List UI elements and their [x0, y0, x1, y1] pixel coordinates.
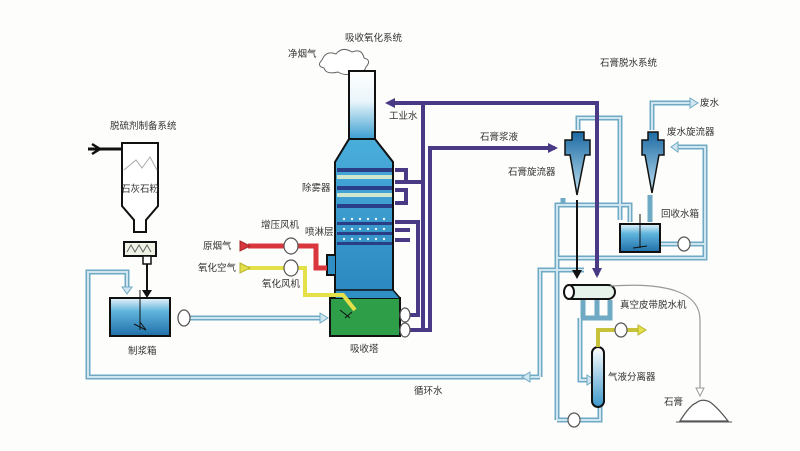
chimney	[348, 70, 376, 140]
industrial-water-label: 工业水	[389, 110, 418, 122]
waste-water-hydrocyclone-label: 废水旋流器	[667, 126, 715, 138]
underflow-arrow-icon	[572, 270, 582, 279]
booster-fan-label: 增压风机	[261, 219, 300, 231]
recovery-agitator-icon	[632, 245, 648, 249]
recovery-tank-label: 回收水箱	[661, 208, 699, 220]
absorption-tower-sump	[329, 297, 401, 337]
spray-nozzles	[342, 217, 386, 241]
oxidation-fan-icon	[283, 259, 299, 277]
gypsum-label: 石膏	[664, 396, 683, 408]
vacuum-belt-filter-label: 真空皮带脱水机	[620, 299, 687, 311]
separator-gas-arrow-icon	[637, 324, 647, 336]
raw-flue-gas-arrow-icon	[239, 240, 252, 252]
limestone-silo	[121, 142, 159, 233]
belt-roller-left	[563, 284, 575, 300]
demister-layers	[337, 168, 392, 208]
circulation-pump-icon	[399, 307, 411, 323]
powder-arrow-icon	[142, 290, 152, 298]
cyclone-inlet-arrow-icon	[670, 141, 679, 153]
gypsum-hydrocyclone-label: 石膏旋流器	[508, 166, 556, 178]
absorption-tower-label: 吸收塔	[350, 343, 379, 355]
tower-inlet-arrow-icon	[319, 312, 329, 324]
cloud-icon	[318, 48, 370, 75]
agitator-icon	[133, 321, 147, 331]
booster-fan-icon	[283, 237, 299, 255]
clean-flue-gas-label: 净烟气	[288, 48, 317, 60]
filtrate-pump-icon	[567, 412, 581, 428]
sump-agitator-icon	[339, 309, 353, 319]
oxidation-air-arrow-icon	[239, 262, 252, 274]
oxidation-air-label: 氧化空气	[198, 262, 237, 274]
gypsum-slurry-label: 石膏浆液	[480, 131, 519, 143]
spray-layers	[337, 222, 392, 245]
powder-pile-icon	[123, 156, 158, 171]
gas-liquid-separator-label: 气液分离器	[608, 371, 656, 383]
recovery-pump-icon	[677, 236, 691, 252]
gypsum-hydrocyclone	[564, 131, 591, 196]
slurry-pump-icon	[177, 309, 191, 327]
tank-inlet-arrow-icon	[121, 286, 133, 295]
industrial-water-arrow-icon	[385, 98, 395, 108]
slurry-down-arrow-icon	[592, 268, 602, 278]
oxidation-fan-label: 氧化风机	[262, 278, 301, 290]
circulating-water-label: 循环水	[414, 385, 443, 397]
waste-water-label: 废水	[700, 97, 720, 109]
desulfurizer-prep-title: 脱硫剂制备系统	[110, 120, 177, 132]
feeder-outlet	[142, 255, 152, 265]
gas-liquid-separator	[591, 346, 605, 408]
slurry-tank-label: 制浆箱	[128, 345, 157, 357]
waste-water-hydrocyclone	[641, 131, 665, 194]
feed-arrow-icon	[91, 142, 103, 156]
spray-layer-label: 喷淋层	[305, 226, 334, 238]
slurry-pipes	[392, 101, 599, 332]
gypsum-discharge-arrow-icon	[695, 387, 705, 398]
gypsum-pile-icon	[678, 399, 730, 422]
demister-label: 除雾器	[302, 182, 331, 194]
vacuum-pump-icon	[614, 322, 628, 338]
feeder	[123, 241, 157, 257]
raw-flue-gas-label: 原烟气	[203, 240, 232, 252]
absorption-system-title: 吸收氧化系统	[345, 32, 403, 44]
raw-flue-gas-pipe	[248, 243, 327, 271]
circulating-water-arrow-icon	[521, 371, 531, 383]
gypsum-discharge-line	[609, 284, 701, 390]
gypsum-dewatering-title: 石膏脱水系统	[600, 57, 658, 69]
flue-gas-inlet	[326, 254, 335, 276]
gypsum-pump-icon	[399, 322, 411, 338]
feeder-screw-icon	[126, 243, 152, 254]
gypsum-slurry-arrow-icon	[548, 143, 558, 153]
limestone-powder-label: 石灰石粉	[121, 183, 160, 195]
waste-water-arrow-icon	[689, 97, 699, 109]
